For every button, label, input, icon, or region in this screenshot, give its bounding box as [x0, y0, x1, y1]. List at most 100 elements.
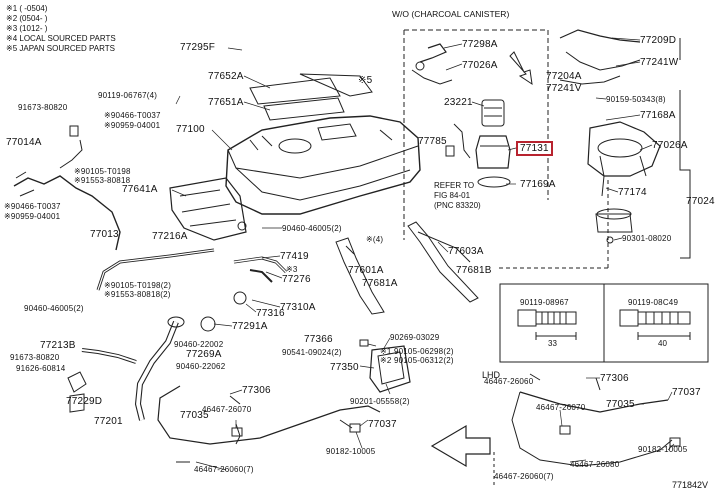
sender-gauge-drawing: [496, 29, 691, 269]
part-77026A-right[interactable]: 77026A: [652, 140, 688, 151]
part-77100[interactable]: 77100: [176, 124, 205, 135]
part-77269A[interactable]: 77269A: [186, 349, 222, 360]
part-77216A[interactable]: 77216A: [152, 231, 188, 242]
part-77651A[interactable]: 77651A: [208, 97, 244, 108]
part-77785[interactable]: 77785: [418, 136, 447, 147]
note-mark-4: ※(4): [366, 235, 384, 244]
part-77037-right[interactable]: 77037: [672, 387, 701, 398]
breather-hose-drawing: [13, 125, 121, 251]
part-77024[interactable]: 77024: [686, 196, 715, 207]
part-90460-22002[interactable]: 90460-22002: [174, 340, 224, 349]
legend-line-3: ※3 (1012- ): [6, 24, 48, 33]
flow-arrow-drawing: [509, 51, 533, 86]
part-77201[interactable]: 77201: [94, 416, 123, 427]
part-77168A[interactable]: 77168A: [640, 110, 676, 121]
part-77241V[interactable]: 77241V: [546, 83, 582, 94]
part-90269-03029[interactable]: 90269-03029: [390, 333, 440, 342]
part-90466-T0037-b[interactable]: ※90466-T0037: [4, 202, 61, 211]
opener-cable-left-drawing: [157, 385, 381, 463]
part-90182-10005-right[interactable]: 90182-10005: [638, 445, 688, 454]
part-77306-right[interactable]: 77306: [600, 373, 629, 384]
part-90105-T0198-a[interactable]: ※90105-T0198: [74, 167, 131, 176]
part-77310A[interactable]: 77310A: [280, 302, 316, 313]
part-77419[interactable]: 77419: [280, 251, 309, 262]
part-90460-22062[interactable]: 90460-22062: [176, 362, 226, 371]
part-77295F[interactable]: 77295F: [180, 42, 216, 53]
part-46467-26060-7-a[interactable]: 46467-26060(7): [194, 465, 254, 474]
part-77241W[interactable]: 77241W: [640, 57, 679, 68]
part-90182-10005-left[interactable]: 90182-10005: [326, 447, 376, 456]
part-77681B[interactable]: 77681B: [456, 265, 492, 276]
part-77169A[interactable]: 77169A: [520, 179, 556, 190]
part-23221[interactable]: 23221: [444, 97, 473, 108]
part-77603A[interactable]: 77603A: [448, 246, 484, 257]
part-90201-05558[interactable]: 90201-05558(2): [350, 397, 410, 406]
diagram-code: 771842V: [672, 480, 709, 490]
part-46467-26070-a[interactable]: 46467-26070: [202, 405, 252, 414]
part-77641A[interactable]: 77641A: [122, 184, 158, 195]
part-77174[interactable]: 77174: [618, 187, 647, 198]
part-77366[interactable]: 77366: [304, 334, 333, 345]
fuel-tank-drawing: [169, 73, 421, 241]
part-90460-46005-top[interactable]: 90460-46005(2): [282, 224, 342, 233]
tank-bands-drawing: [335, 221, 479, 315]
part-77014A[interactable]: 77014A: [6, 137, 42, 148]
canister-note: W/O (CHARCOAL CANISTER): [392, 9, 510, 19]
part-77652A[interactable]: 77652A: [208, 71, 244, 82]
part-91673-80820-top[interactable]: 91673-80820: [18, 103, 68, 112]
legend-line-2: ※2 (0504- ): [6, 14, 48, 23]
part-90105-T0198-b[interactable]: ※90105-T0198(2): [104, 281, 172, 290]
part-91553-80818-a[interactable]: ※91553-80818: [74, 176, 131, 185]
part-77013[interactable]: 77013: [90, 229, 119, 240]
part-77035-left[interactable]: 77035: [180, 410, 209, 421]
part-77026A-top[interactable]: 77026A: [462, 60, 498, 71]
part-90119-08C49[interactable]: 90119-08C49: [628, 298, 679, 307]
refer-note-line-1: REFER TO: [434, 181, 475, 190]
part-90119-06767[interactable]: 90119-06767(4): [98, 91, 158, 100]
part-91626-60814[interactable]: 91626-60814: [16, 364, 66, 373]
part-90105-06312[interactable]: ※2 90105-06312(2): [380, 356, 454, 365]
legend-line-1: ※1 ( -0504): [6, 4, 48, 13]
part-90541-09024[interactable]: 90541-09024(2): [282, 348, 342, 357]
part-90119-08967[interactable]: 90119-08967: [520, 298, 569, 307]
part-90959-04001-b[interactable]: ※90959-04001: [4, 212, 61, 221]
part-77316[interactable]: 77316: [256, 308, 285, 319]
part-91673-80820-b[interactable]: 91673-80820: [10, 353, 60, 362]
part-90159-50343[interactable]: 90159-50343(8): [606, 95, 666, 104]
part-77306-left[interactable]: 77306: [242, 385, 271, 396]
bolt-length-left: 33: [548, 339, 557, 348]
part-46467-26070-d[interactable]: 46467-26070: [536, 403, 586, 412]
fuel-door-drawing: [359, 339, 411, 393]
part-90460-46005-mid[interactable]: 90460-46005(2): [24, 304, 84, 313]
part-77350[interactable]: 77350: [330, 362, 359, 373]
filler-pipe-drawing: [67, 248, 215, 421]
part-91553-80818-b[interactable]: ※91553-80818(2): [104, 290, 171, 299]
part-77037-left[interactable]: 77037: [368, 419, 397, 430]
part-77204A[interactable]: 77204A: [546, 71, 582, 82]
part-77229D[interactable]: 77229D: [66, 396, 103, 407]
refer-note-line-2: FIG 84-01: [434, 191, 471, 200]
lhd-label: LHD: [482, 370, 501, 380]
part-77298A[interactable]: 77298A: [462, 39, 498, 50]
small-hoses-drawing: [200, 221, 288, 332]
part-77681A[interactable]: 77681A: [362, 278, 398, 289]
legend-line-5: ※5 JAPAN SOURCED PARTS: [6, 44, 115, 53]
part-90466-T0037-a[interactable]: ※90466-T0037: [104, 111, 161, 120]
part-90301-08020[interactable]: 90301-08020: [622, 234, 672, 243]
part-46467-26080[interactable]: 46467-26080: [570, 460, 620, 469]
part-46467-26060-7-b[interactable]: 46467-26060(7): [494, 472, 554, 481]
lhd-box-drawing: [430, 373, 681, 488]
part-77209D[interactable]: 77209D: [640, 35, 677, 46]
part-77291A[interactable]: 77291A: [232, 321, 268, 332]
part-46467-26060-c[interactable]: 46467-26060: [484, 377, 534, 386]
part-77213B[interactable]: 77213B: [40, 340, 76, 351]
bolt-length-right: 40: [658, 339, 667, 348]
part-77276[interactable]: 77276: [282, 274, 311, 285]
part-77035-right[interactable]: 77035: [606, 399, 635, 410]
part-77131-highlighted[interactable]: 77131: [516, 141, 553, 156]
part-77601A[interactable]: 77601A: [348, 265, 384, 276]
part-90105-06298[interactable]: ※1 90105-06298(2): [380, 347, 454, 356]
leader-lines: [171, 37, 675, 471]
part-90959-04001-a[interactable]: ※90959-04001: [104, 121, 161, 130]
